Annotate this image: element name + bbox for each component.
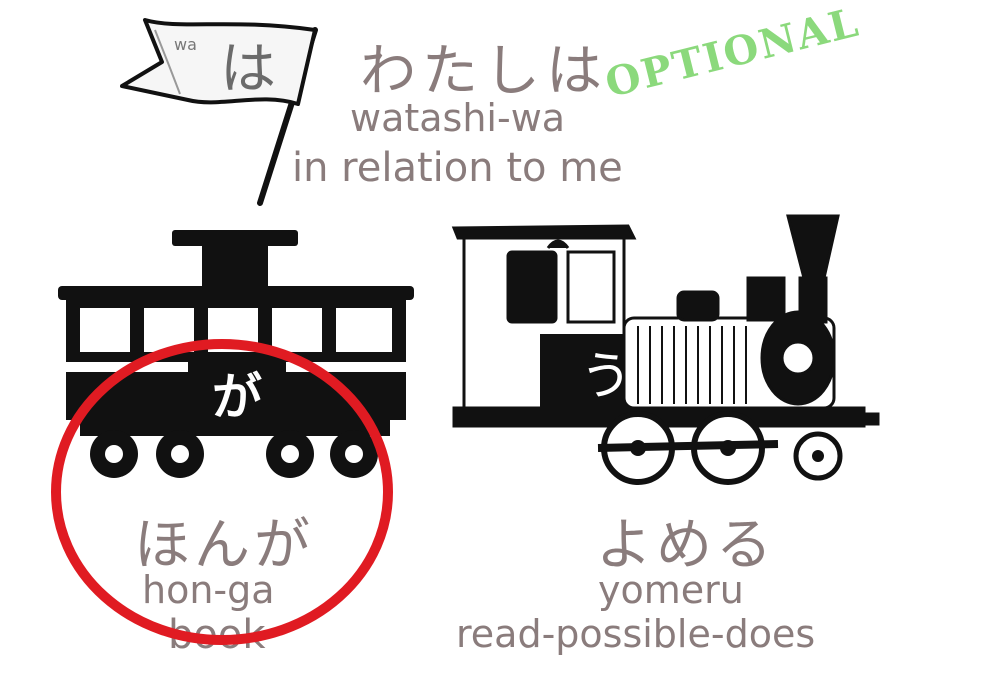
caboose-kana: が	[212, 368, 262, 426]
verb-kana: よめる	[596, 513, 776, 578]
flag-fold	[154, 29, 181, 95]
caboose-wheels	[90, 430, 378, 478]
subject-kana: ほんが	[134, 513, 314, 578]
subject-romaji: hon-ga	[142, 568, 275, 612]
optional-stamp: OPTIONAL	[600, 0, 865, 108]
caboose-icon: が	[58, 230, 414, 478]
highlight-circle	[51, 339, 393, 645]
flag-cloth	[120, 18, 317, 106]
topic-kana: わたしは	[360, 39, 608, 104]
locomotive-wheels	[597, 411, 843, 485]
flag-kana: は	[220, 37, 276, 102]
topic-romaji: watashi-wa	[350, 96, 566, 140]
topic-meaning: in relation to me	[292, 145, 623, 191]
flag-icon: wa は	[120, 18, 318, 206]
verb-meaning: read-possible-does	[456, 612, 816, 656]
locomotive-icon: う	[451, 214, 880, 485]
flag-small-label: wa	[174, 35, 197, 54]
verb-romaji: yomeru	[598, 568, 744, 612]
